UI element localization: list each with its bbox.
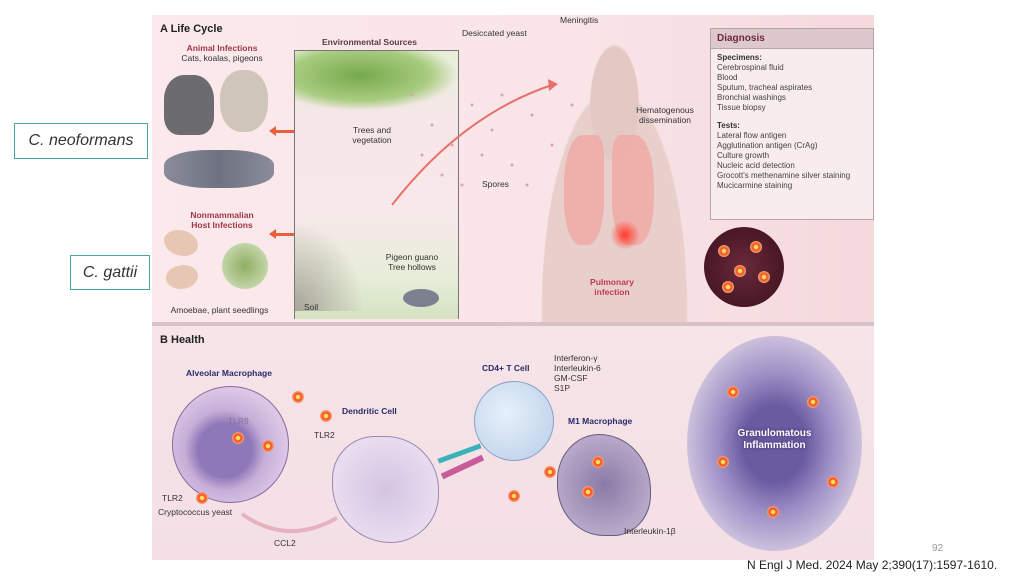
yeast-cell bbox=[508, 490, 520, 502]
panel-a-title: A Life Cycle bbox=[160, 23, 223, 35]
test-item: Culture growth bbox=[717, 151, 770, 160]
trees-label-2: vegetation bbox=[352, 135, 392, 145]
yeast-cell bbox=[734, 265, 746, 277]
tree-foliage bbox=[295, 51, 458, 111]
amoeba-illustration bbox=[164, 230, 198, 256]
animal-infections-subtitle: Cats, koalas, pigeons bbox=[181, 53, 263, 63]
tlr9-label: TLR9 bbox=[228, 416, 249, 426]
ccl2-arrow bbox=[240, 512, 338, 534]
tlr2-label-a: TLR2 bbox=[162, 493, 183, 503]
trees-label-1: Trees and bbox=[353, 125, 391, 135]
desiccated-yeast-label: Desiccated yeast bbox=[462, 28, 527, 38]
yeast-cell bbox=[262, 440, 274, 452]
granuloma: Granulomatous Inflammation bbox=[687, 336, 862, 551]
yeast-cell bbox=[827, 476, 839, 488]
diagnosis-box: Diagnosis Specimens: Cerebrospinal fluid… bbox=[710, 28, 874, 220]
pulmonary-label-1: Pulmonary bbox=[590, 277, 634, 287]
yeast-cell bbox=[718, 245, 730, 257]
hematogenous-label-1: Hematogenous bbox=[636, 105, 694, 115]
nonmammalian-caption: Amoebae, plant seedlings bbox=[170, 305, 269, 315]
panel-life-cycle: A Life Cycle Animal Infections Cats, koa… bbox=[152, 15, 874, 323]
infection-focus bbox=[610, 220, 640, 250]
amoeba-illustration bbox=[166, 265, 198, 289]
specimen-item: Sputum, tracheal aspirates bbox=[717, 83, 813, 92]
meningitis-label: Meningitis bbox=[560, 15, 599, 25]
dendritic-cell-label: Dendritic Cell bbox=[342, 406, 397, 416]
seedlings-illustration bbox=[222, 243, 268, 289]
specimen-item: Tissue biopsy bbox=[717, 103, 766, 112]
test-item: Agglutination antigen (CrAg) bbox=[717, 141, 818, 150]
yeast-cell bbox=[232, 432, 244, 444]
spores-label: Spores bbox=[482, 179, 509, 189]
specimen-item: Blood bbox=[717, 73, 738, 82]
tests-label: Tests: bbox=[717, 121, 740, 130]
yeast-cell bbox=[722, 281, 734, 293]
panel-b-title: B Health bbox=[160, 334, 205, 346]
cytokine-list: Interferon-γ Interleukin-6 GM-CSF S1P bbox=[554, 353, 601, 393]
dendritic-cell bbox=[332, 436, 439, 543]
pigeon-ground bbox=[403, 289, 439, 307]
citation: N Engl J Med. 2024 May 2;390(17):1597-16… bbox=[747, 558, 998, 572]
yeast-cell bbox=[758, 271, 770, 283]
cytokine-item: GM-CSF bbox=[554, 373, 588, 383]
granulomatous-label-1: Granulomatous bbox=[737, 428, 812, 439]
interleukin-1b-label: Interleukin-1β bbox=[624, 526, 676, 536]
granulomatous-label-2: Inflammation bbox=[743, 440, 806, 451]
specimen-item: Cerebrospinal fluid bbox=[717, 63, 784, 72]
tree-roots bbox=[295, 221, 365, 311]
m1-macrophage bbox=[557, 434, 651, 536]
yeast-cell bbox=[767, 506, 779, 518]
cd4-t-cell bbox=[474, 381, 554, 461]
yeast-cell bbox=[196, 492, 208, 504]
panel-divider bbox=[152, 322, 874, 326]
cytokine-item: S1P bbox=[554, 383, 571, 393]
yeast-cell bbox=[750, 241, 762, 253]
pulmonary-label-2: infection bbox=[594, 287, 630, 297]
lung-left bbox=[564, 135, 604, 245]
guano-label-2: Tree hollows bbox=[388, 262, 436, 272]
test-item: Lateral flow antigen bbox=[717, 131, 787, 140]
specimen-item: Bronchial washings bbox=[717, 93, 786, 102]
ccl2-label: CCL2 bbox=[274, 538, 296, 548]
animal-infections-heading: Animal Infections bbox=[186, 43, 258, 53]
environment-box bbox=[294, 50, 459, 319]
test-item: Mucicarmine staining bbox=[717, 181, 793, 190]
yeast-magnified bbox=[704, 227, 784, 307]
yeast-cell bbox=[544, 466, 556, 478]
yeast-cell bbox=[717, 456, 729, 468]
cytokine-item: Interleukin-6 bbox=[554, 363, 601, 373]
nonmammalian-heading-1: Nonmammalian bbox=[190, 210, 254, 220]
test-item: Nucleic acid detection bbox=[717, 161, 795, 170]
test-item: Grocott's methenamine silver staining bbox=[717, 171, 851, 180]
species-label-neoformans: C. neoformans bbox=[14, 123, 148, 159]
koala-illustration bbox=[220, 70, 268, 132]
pigeons-illustration bbox=[164, 150, 274, 188]
yeast-cell bbox=[807, 396, 819, 408]
m1-macrophage-label: M1 Macrophage bbox=[568, 416, 633, 426]
yeast-cell bbox=[582, 486, 594, 498]
cytokine-item: Interferon-γ bbox=[554, 353, 598, 363]
soil-label: Soil bbox=[304, 302, 319, 312]
diagnosis-title: Diagnosis bbox=[711, 29, 873, 49]
cryptococcus-yeast-label: Cryptococcus yeast bbox=[158, 507, 233, 517]
yeast-cell bbox=[320, 410, 332, 422]
cd4-t-cell-label: CD4+ T Cell bbox=[482, 363, 530, 373]
yeast-cell bbox=[292, 391, 304, 403]
tlr2-label-b: TLR2 bbox=[314, 430, 335, 440]
cat-illustration bbox=[164, 75, 214, 135]
specimens-label: Specimens: bbox=[717, 53, 762, 62]
guano-label-1: Pigeon guano bbox=[385, 252, 439, 262]
panel-health: B Health Alveolar Macrophage TLR9 TLR2 C… bbox=[152, 326, 874, 560]
slide-number: 92 bbox=[932, 543, 944, 554]
alveolar-macrophage-label: Alveolar Macrophage bbox=[186, 368, 272, 378]
species-label-gattii: C. gattii bbox=[70, 255, 150, 290]
hematogenous-label-2: dissemination bbox=[639, 115, 691, 125]
nonmammalian-heading-2: Host Infections bbox=[191, 220, 253, 230]
yeast-cell bbox=[727, 386, 739, 398]
figure: A Life Cycle Animal Infections Cats, koa… bbox=[152, 15, 874, 560]
yeast-cell bbox=[592, 456, 604, 468]
environmental-sources-heading: Environmental Sources bbox=[322, 37, 417, 47]
